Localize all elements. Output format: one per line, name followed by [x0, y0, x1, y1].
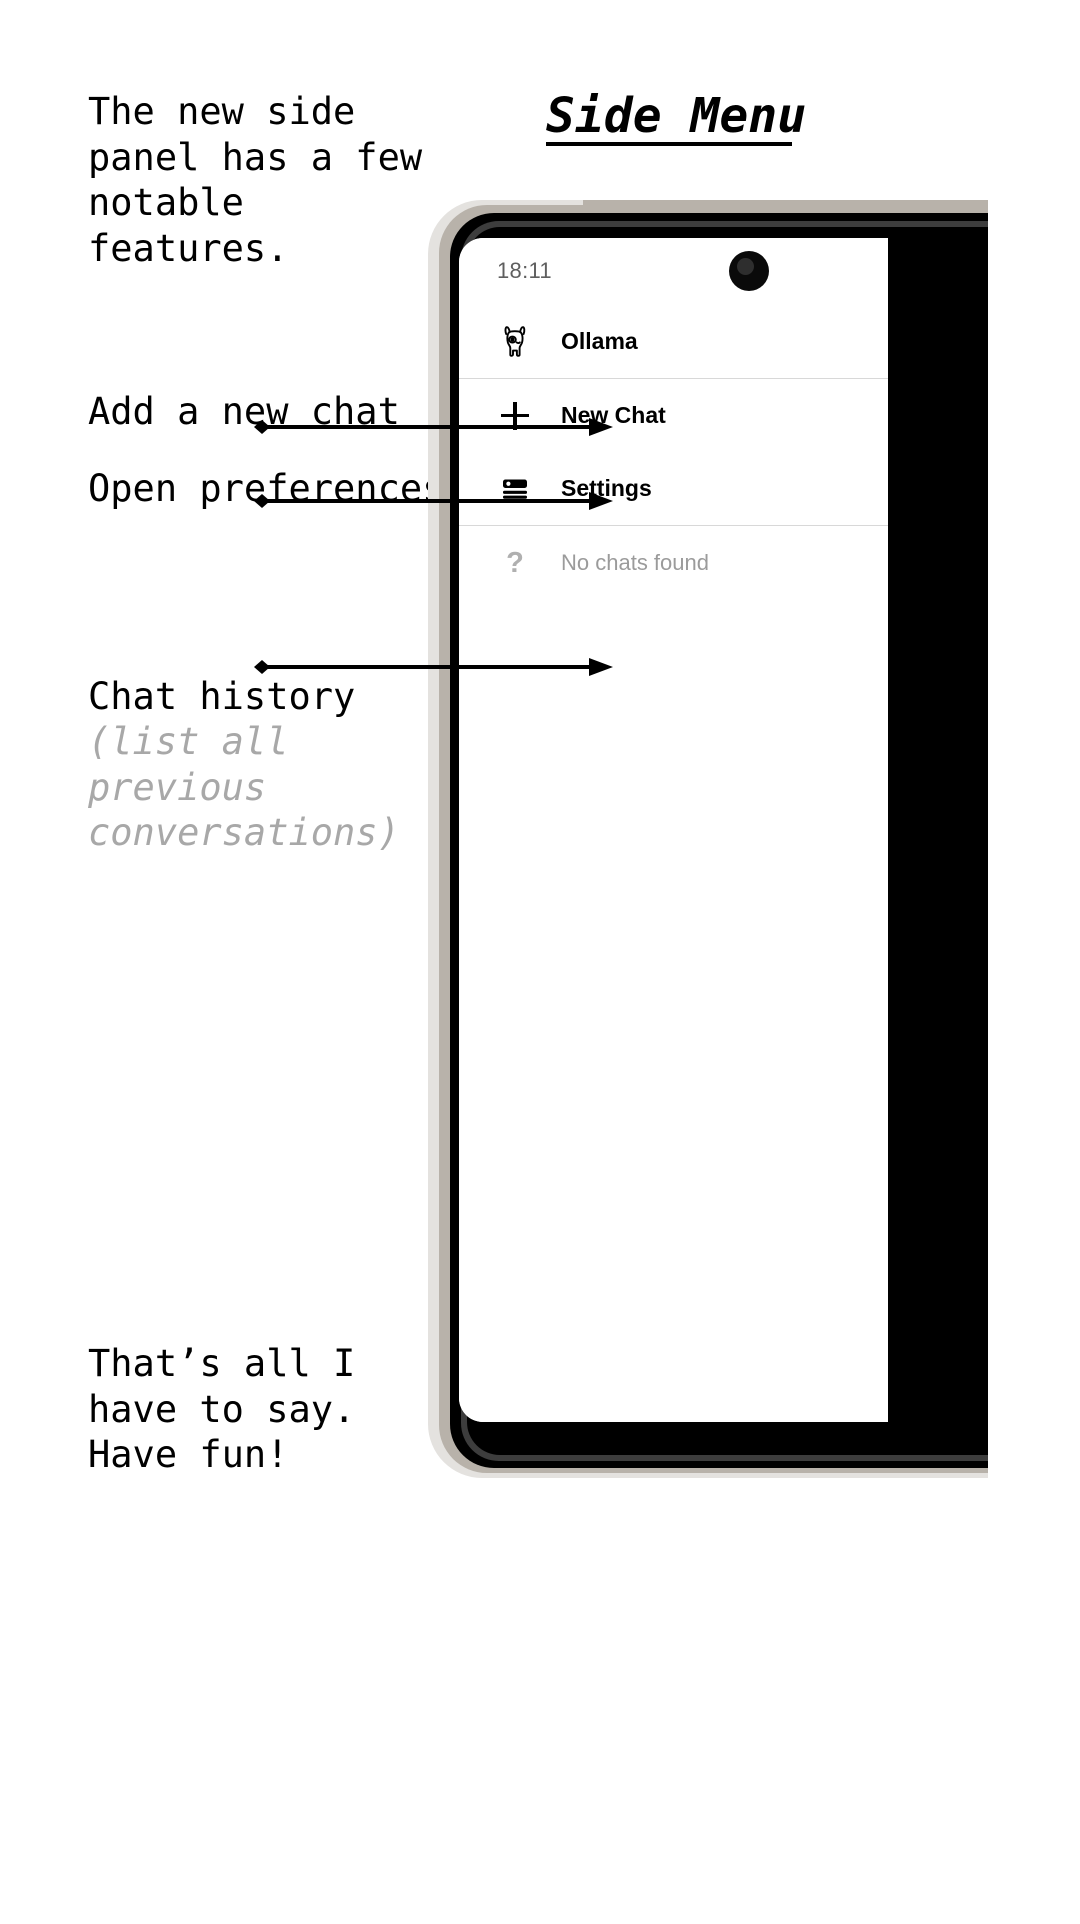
chat-history-empty-state: ? No chats found	[459, 526, 888, 600]
settings-icon	[497, 474, 533, 504]
menu-item-settings-label: Settings	[561, 475, 652, 501]
annotation-chat-history-subtext: (list all previous conversations)	[88, 720, 400, 854]
app-title-label: Ollama	[561, 327, 638, 354]
phone-mockup: 18:11	[428, 200, 988, 1478]
divider-below-actions	[459, 525, 888, 526]
phone-screen: 18:11	[459, 238, 888, 1422]
question-mark-icon: ?	[506, 546, 524, 579]
chat-history-empty-label: No chats found	[561, 550, 709, 575]
arrow-to-settings	[254, 492, 613, 510]
menu-item-new-chat[interactable]: New Chat	[459, 379, 888, 452]
front-camera-lens	[737, 258, 754, 275]
arrow-to-chat-history	[254, 658, 613, 676]
divider-below-header	[459, 378, 888, 379]
side-menu-header: Ollama	[459, 304, 888, 378]
page-title: Side Menu	[546, 88, 807, 144]
status-bar-clock: 18:11	[497, 258, 552, 283]
plus-icon	[497, 401, 533, 431]
page-title-underline	[546, 142, 792, 146]
status-bar: 18:11	[459, 238, 888, 304]
menu-item-new-chat-label: New Chat	[561, 402, 666, 428]
front-camera-icon	[729, 251, 769, 291]
menu-item-settings[interactable]: Settings	[459, 452, 888, 525]
annotation-intro: The new side panel has a few notable fea…	[88, 90, 423, 270]
arrow-to-new-chat	[254, 418, 613, 436]
annotation-chat-history: Chat history	[88, 675, 356, 718]
llama-icon	[497, 325, 533, 357]
chat-history-list: ? No chats found	[459, 526, 888, 1422]
annotation-outro: That’s all I have to say. Have fun!	[88, 1342, 356, 1476]
